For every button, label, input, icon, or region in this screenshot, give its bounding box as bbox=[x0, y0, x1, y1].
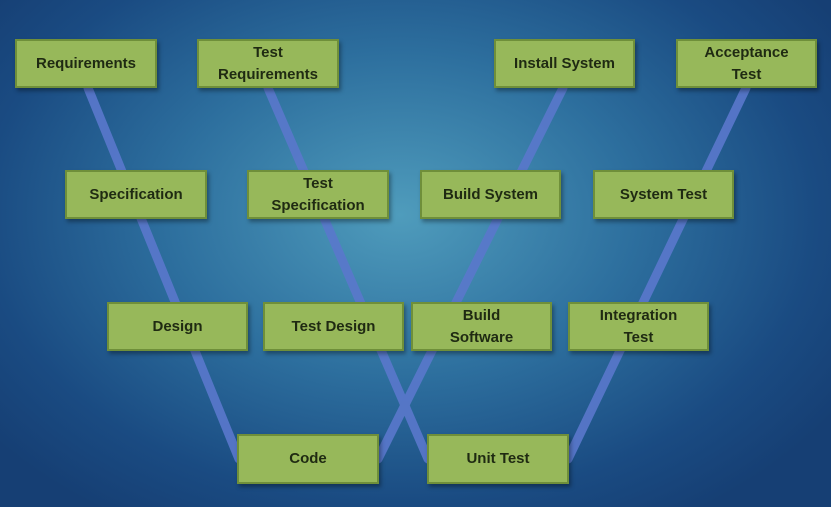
box-integration-test[interactable]: Integration Test bbox=[568, 302, 709, 351]
box-requirements[interactable]: Requirements bbox=[15, 39, 157, 88]
box-install-system[interactable]: Install System bbox=[494, 39, 635, 88]
box-build-system[interactable]: Build System bbox=[420, 170, 561, 219]
box-specification[interactable]: Specification bbox=[65, 170, 207, 219]
box-build-software[interactable]: Build Software bbox=[411, 302, 552, 351]
box-design[interactable]: Design bbox=[107, 302, 248, 351]
box-unit-test[interactable]: Unit Test bbox=[427, 434, 569, 484]
connector-test-requirements-to-unit-test bbox=[263, 83, 433, 464]
box-test-design[interactable]: Test Design bbox=[263, 302, 404, 351]
box-code[interactable]: Code bbox=[237, 434, 379, 484]
connector-unit-test-to-acceptance-test bbox=[563, 83, 751, 464]
connector-code-to-install-system bbox=[373, 83, 568, 464]
box-test-specification[interactable]: Test Specification bbox=[247, 170, 389, 219]
box-system-test[interactable]: System Test bbox=[593, 170, 734, 219]
box-acceptance-test[interactable]: Acceptance Test bbox=[676, 39, 817, 88]
connector-requirements-to-code bbox=[83, 83, 244, 464]
box-test-requirements[interactable]: Test Requirements bbox=[197, 39, 339, 88]
